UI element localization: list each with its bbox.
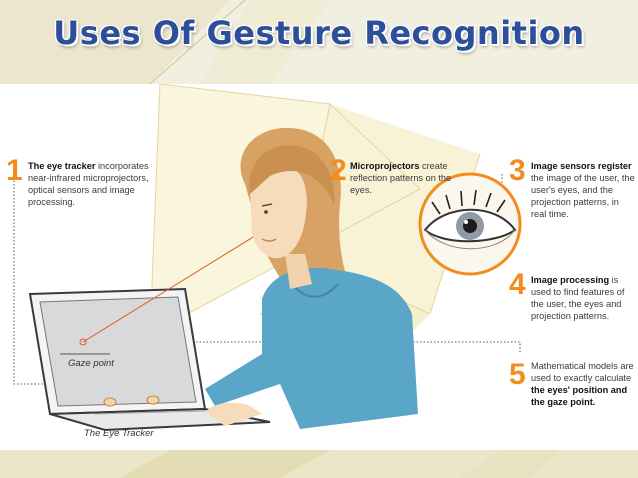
step-5-number: 5 bbox=[509, 358, 526, 391]
slide-title: Uses Of Gesture Recognition bbox=[53, 14, 585, 52]
step-4-text: is used to find features of the user, th… bbox=[531, 275, 625, 321]
step-3-number: 3 bbox=[509, 154, 526, 187]
step-5-caption: Mathematical models are used to exactly … bbox=[531, 360, 635, 408]
laptop bbox=[28, 287, 271, 432]
eye-tracker-label: The Eye Tracker bbox=[84, 428, 154, 439]
step-2-caption: Microprojectors create reflection patter… bbox=[350, 160, 460, 196]
woman-figure bbox=[205, 127, 418, 429]
step-3-text: the image of the user, the user's eyes, … bbox=[531, 173, 635, 219]
step-1-text: incorporates near-infrared microprojecto… bbox=[28, 161, 149, 207]
step-4-lead: Image processing bbox=[531, 275, 610, 285]
gaze-point-label: Gaze point bbox=[68, 358, 114, 369]
step-5-tail: the eyes' position and the gaze point. bbox=[531, 385, 628, 407]
eye-closeup bbox=[418, 172, 522, 276]
step-4-number: 4 bbox=[509, 268, 526, 301]
step-3-lead: Image sensors register bbox=[531, 161, 632, 171]
step-5-text: Mathematical models are used to exactly … bbox=[531, 361, 634, 383]
step-2-lead: Microprojectors bbox=[350, 161, 420, 171]
step-3-caption: Image sensors register the image of the … bbox=[531, 160, 635, 220]
step-2-text: create reflection patterns on the eyes. bbox=[350, 161, 452, 195]
step-4-caption: Image processing is used to find feature… bbox=[531, 274, 635, 322]
step-1-caption: The eye tracker incorporates near-infrar… bbox=[28, 160, 156, 208]
eye-tracking-illustration bbox=[13, 84, 522, 432]
step-1-lead: The eye tracker bbox=[28, 161, 96, 171]
diagram-panel: 1 The eye tracker incorporates near-infr… bbox=[0, 84, 638, 450]
step-2-number: 2 bbox=[330, 154, 347, 187]
step-1-number: 1 bbox=[6, 154, 23, 187]
gaze-line bbox=[82, 233, 259, 343]
